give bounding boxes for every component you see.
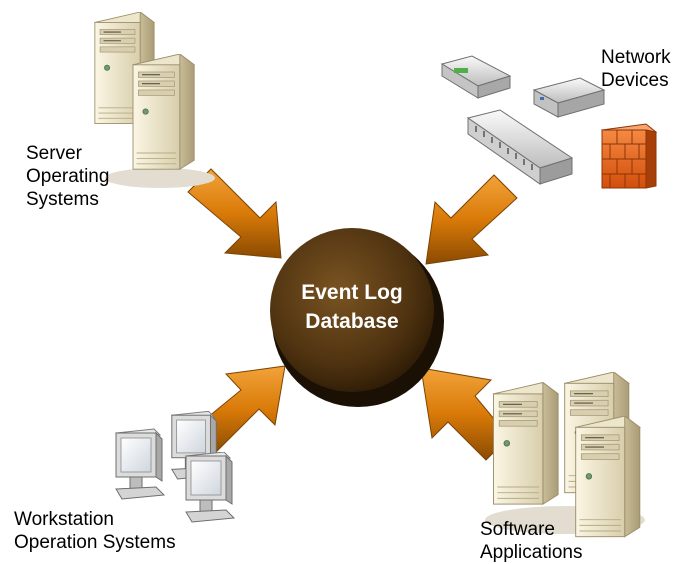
firewall-icon — [600, 123, 658, 189]
workstation-operation-systems-label: Workstation Operation Systems — [14, 508, 176, 554]
database-label-line2: Database — [305, 310, 399, 333]
network-switch-large-icon — [466, 109, 574, 185]
server-operating-systems-label: Server Operating Systems — [26, 142, 109, 211]
network-devices-label: Network Devices — [601, 46, 671, 92]
server-label-line2: Operating — [26, 166, 110, 187]
software-applications-label: Software Applications — [480, 518, 582, 564]
server-tower-icon — [94, 12, 215, 188]
software-label-line2: Applications — [480, 542, 583, 563]
event-log-database — [270, 228, 444, 407]
database-label: Event Log Database — [268, 278, 436, 336]
network-label-line1: Network — [601, 47, 671, 68]
server-label-line3: Systems — [26, 189, 99, 210]
router-icon — [440, 55, 512, 99]
workstation-monitors-icon — [115, 410, 235, 523]
software-label-line1: Software — [480, 519, 555, 540]
workstation-label-line1: Workstation — [14, 509, 114, 530]
server-label-line1: Server — [26, 143, 82, 164]
arrow-software-to-db — [420, 367, 510, 461]
database-label-line1: Event Log — [301, 281, 403, 304]
workstation-label-line2: Operation Systems — [14, 532, 176, 553]
network-label-line2: Devices — [601, 70, 669, 91]
arrow-network-to-db — [425, 174, 518, 265]
application-servers-icon — [485, 372, 645, 538]
network-switch-small-icon — [532, 77, 606, 118]
arrow-server-to-db — [187, 168, 282, 259]
